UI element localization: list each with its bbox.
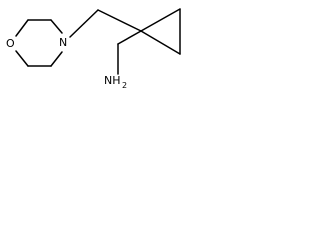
- bond-n-ch2: [69, 9, 99, 38]
- bond-cp2-cq: [140, 30, 181, 55]
- amine-label: NH: [104, 74, 121, 87]
- bond-cq-cp1: [140, 8, 181, 32]
- bond-c4-o: [15, 50, 29, 67]
- oxygen-atom-label: O: [6, 37, 15, 50]
- molecule-structure: O N NH 2: [6, 8, 181, 90]
- amine-subscript: 2: [122, 81, 127, 90]
- bond-o-c1: [15, 19, 29, 37]
- nitrogen-atom-label: N: [59, 36, 67, 49]
- bond-cq-ch2b: [117, 30, 142, 45]
- bond-n-c3: [50, 51, 63, 67]
- bond-ch2-cq: [97, 9, 142, 32]
- bond-c2-n: [50, 19, 63, 34]
